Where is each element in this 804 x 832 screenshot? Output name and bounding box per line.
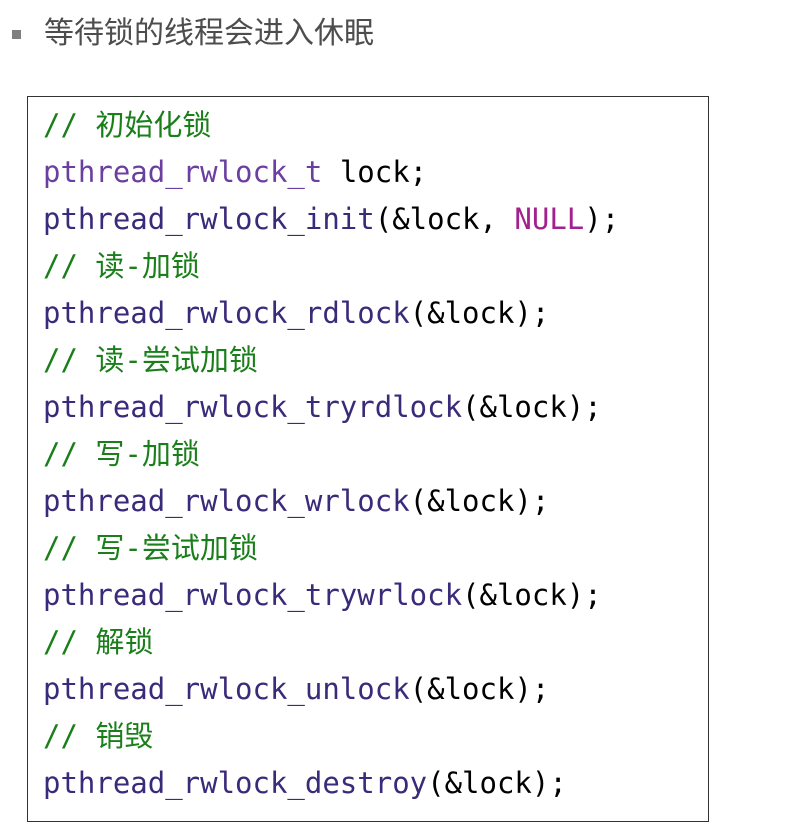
code-token-comment: // 写-加锁: [43, 437, 200, 471]
code-token-func: pthread_rwlock_destroy: [43, 766, 428, 800]
code-token-func: pthread_rwlock_tryrdlock: [43, 390, 463, 424]
bullet-item: 等待锁的线程会进入休眠: [12, 14, 374, 54]
bullet-text: 等待锁的线程会进入休眠: [44, 16, 374, 51]
code-token-plain: (&lock);: [427, 766, 567, 800]
code-token-comment: // 读-加锁: [43, 249, 200, 283]
code-token-plain: lock;: [322, 155, 428, 189]
code-statement-line: pthread_rwlock_unlock(&lock);: [43, 666, 619, 713]
code-statement-line: pthread_rwlock_tryrdlock(&lock);: [43, 384, 619, 431]
code-comment-line: // 读-加锁: [43, 243, 619, 290]
bullet-square-icon: [12, 29, 21, 39]
code-token-plain: (&lock);: [462, 578, 602, 612]
code-statement-line: pthread_rwlock_destroy(&lock);: [43, 760, 619, 807]
code-token-type: pthread_rwlock_t: [43, 155, 323, 189]
code-token-func: pthread_rwlock_wrlock: [43, 484, 410, 518]
code-token-func: pthread_rwlock_unlock: [43, 672, 410, 706]
code-comment-line: // 读-尝试加锁: [43, 337, 619, 384]
code-comment-line: // 销毁: [43, 713, 619, 760]
code-token-plain: (&lock,: [374, 202, 515, 236]
code-token-comment: // 初始化锁: [43, 108, 212, 142]
code-token-comment: // 解锁: [43, 625, 154, 659]
code-token-plain: (&lock);: [462, 390, 602, 424]
code-token-plain: (&lock);: [409, 672, 550, 706]
code-token-func: pthread_rwlock_trywrlock: [43, 578, 463, 612]
code-token-comment: // 销毁: [43, 719, 154, 753]
code-comment-line: // 解锁: [43, 619, 619, 666]
code-token-plain: (&lock);: [409, 296, 550, 330]
code-statement-line: pthread_rwlock_rdlock(&lock);: [43, 290, 619, 337]
code-token-plain: (&lock);: [409, 484, 550, 518]
code-statement-line: pthread_rwlock_wrlock(&lock);: [43, 478, 619, 525]
code-statement-line: pthread_rwlock_init(&lock, NULL);: [43, 196, 619, 243]
code-statement-line: pthread_rwlock_t lock;: [43, 149, 619, 196]
code-token-macro: NULL: [514, 202, 585, 236]
code-comment-line: // 初始化锁: [43, 102, 619, 149]
code-token-func: pthread_rwlock_init: [43, 202, 375, 236]
code-comment-line: // 写-加锁: [43, 431, 619, 478]
code-token-comment: // 读-尝试加锁: [43, 343, 258, 377]
code-token-func: pthread_rwlock_rdlock: [43, 296, 410, 330]
code-token-comment: // 写-尝试加锁: [43, 531, 258, 565]
code-statement-line: pthread_rwlock_trywrlock(&lock);: [43, 572, 619, 619]
code-token-plain: );: [584, 202, 620, 236]
code-comment-line: // 写-尝试加锁: [43, 525, 619, 572]
